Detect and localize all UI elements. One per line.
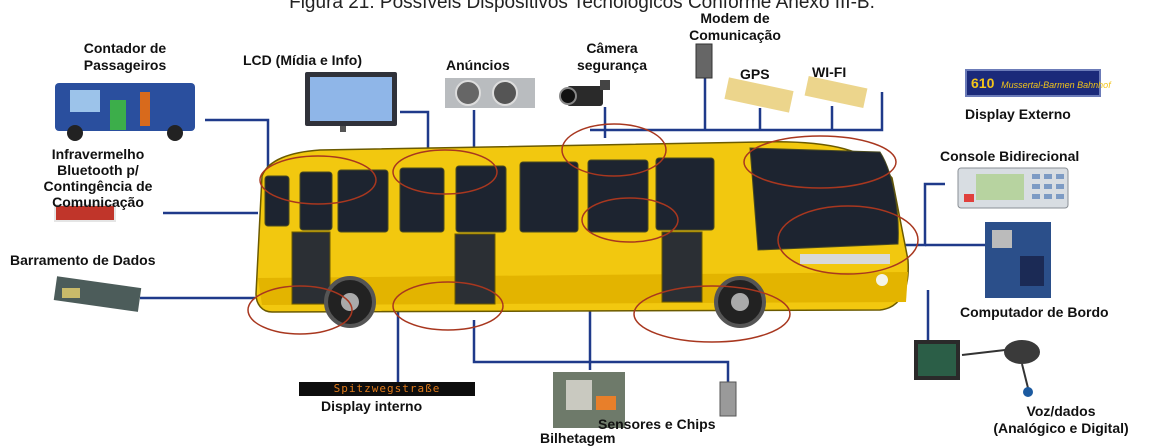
ellipse-rear-lower [247,285,353,335]
label-infravermelho: Infravermelho Bluetooth p/ Contingência … [43,146,153,210]
label-console: Console Bidirecional [940,148,1080,164]
bus [255,141,909,328]
label-contador: Contador de Passageiros [83,40,167,73]
label-computador: Computador de Bordo [960,304,1109,320]
label-bilhetagem: Bilhetagem [540,430,616,446]
speakers-image [445,78,535,108]
voice-data-image [914,340,1040,397]
highlight-ellipses [247,123,919,343]
passenger-counter-image [55,83,195,141]
label-display-externo: Display Externo [965,106,1071,122]
ellipse-front-mid [777,205,919,275]
wifi-card-image [804,75,868,109]
label-lcd: LCD (Mídia e Info) [243,52,362,68]
ellipse-lcd-area [392,149,498,195]
bus-front-hub [731,293,749,311]
ticketing-image [553,372,625,428]
display-interno-screen: Spitzwegstraße [299,382,475,396]
ellipse-camera-area [561,123,667,177]
label-anuncios: Anúncios [446,57,510,73]
bus-headlight [876,274,888,286]
display-externo-destination: Mussertal-Barmen Bahnhof [1001,80,1111,90]
connector-contador [205,118,270,168]
ellipse-mid-area [581,197,679,243]
ellipse-rear-upper [259,155,377,205]
infrared-device-image [54,204,116,222]
sensor-image [719,381,737,417]
console-image [957,167,1069,209]
display-externo-route: 610 [971,75,995,91]
label-modem: Modem de Comunicação [689,10,781,43]
gps-card-image [724,77,794,113]
connector-sensores [472,320,730,382]
label-sensores: Sensores e Chips [598,416,716,432]
label-camera: Câmera segurança [576,40,648,73]
ellipse-center-lower [633,285,791,343]
data-bus-image [53,276,142,312]
connector-lcd [400,110,430,160]
connector-console [898,182,945,247]
figure-caption: Figura 21: Possíveis Dispositivos Tecnol… [289,0,875,13]
connector-comms [590,92,884,132]
security-camera-image [559,80,610,106]
display-externo-panel: 610 Mussertal-Barmen Bahnhof [965,69,1111,97]
lcd-monitor-image [305,72,397,132]
label-display-interno: Display interno [321,398,423,414]
ellipse-front-upper [743,135,897,189]
onboard-computer-image [985,222,1051,298]
ellipse-mid-lower [392,281,504,331]
bus-windows [264,147,899,251]
label-barramento: Barramento de Dados [10,252,156,268]
modem-image [695,43,713,79]
bus-front-grille [800,254,890,264]
label-gps: GPS [740,66,770,82]
label-wifi: WI-FI [812,64,847,80]
label-voz: Voz/dados (Analógico e Digital) [993,403,1129,436]
